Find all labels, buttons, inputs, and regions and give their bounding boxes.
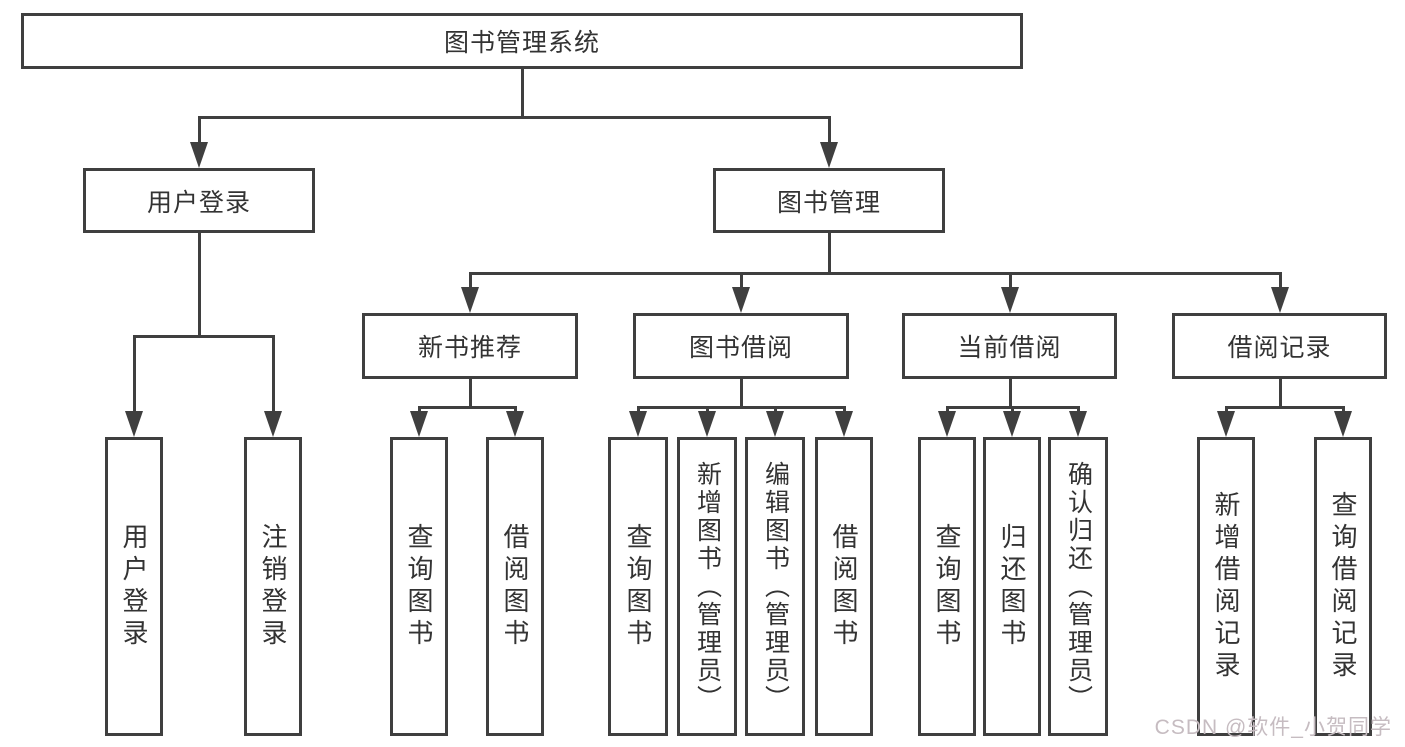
connector-vline (197, 117, 201, 146)
node-label: 借阅记录 (1227, 334, 1332, 362)
connector-hline (197, 115, 831, 119)
csdn-watermark: CSDN @软件_小贺同学 (1154, 716, 1392, 739)
connector-hline (468, 271, 1282, 275)
arrowhead-down-icon (125, 411, 143, 437)
connector-vline (945, 407, 949, 414)
arrowhead-down-icon (820, 142, 838, 168)
node-user-login: 用户登录 (83, 168, 315, 233)
connector-hline (636, 405, 846, 409)
node-label: 新书推荐 (417, 334, 522, 362)
arrowhead-down-icon (190, 142, 208, 168)
node-book-borrowing: 图书借阅 (633, 313, 849, 379)
node-library-management-system: 图书管理系统 (21, 13, 1023, 69)
connector-vline (468, 379, 472, 408)
connector-vline (827, 233, 831, 274)
leaf-add-borrow-record: 新增借阅记录 (1197, 437, 1255, 736)
connector-hline (945, 405, 1080, 409)
connector-hline (1224, 405, 1345, 409)
connector-vline (1008, 379, 1012, 408)
connector-vline (1278, 273, 1282, 291)
leaf-query-books-borrowing: 查询图书 (608, 437, 668, 736)
node-label: 用户登录 (146, 188, 251, 217)
leaf-add-book-admin: 新增图书（管理员） (677, 437, 737, 736)
leaf-query-books-current: 查询图书 (918, 437, 976, 736)
connector-vline (271, 336, 275, 414)
arrowhead-down-icon (461, 287, 479, 313)
connector-vline (468, 273, 472, 291)
leaf-logout: 注销登录 (244, 437, 302, 736)
leaf-label: 查询图书 (404, 522, 434, 651)
connector-vline (197, 233, 201, 337)
leaf-query-borrow-record: 查询借阅记录 (1314, 437, 1372, 736)
connector-vline (132, 336, 136, 414)
leaf-label: 编辑图书（管理员） (761, 460, 790, 713)
connector-vline (1224, 407, 1228, 414)
node-label: 图书管理 (776, 188, 881, 217)
leaf-label: 注销登录 (258, 522, 288, 651)
leaf-confirm-return-admin: 确认归还（管理员） (1048, 437, 1108, 736)
arrowhead-down-icon (1271, 287, 1289, 313)
node-new-book-recommendation: 新书推荐 (362, 313, 578, 379)
leaf-label: 新增图书（管理员） (693, 460, 722, 713)
connector-vline (1010, 407, 1014, 414)
arrowhead-down-icon (698, 411, 716, 437)
leaf-label: 借阅图书 (829, 522, 859, 651)
node-borrowing-records: 借阅记录 (1172, 313, 1387, 379)
node-label: 当前借阅 (957, 334, 1062, 362)
node-label: 图书借阅 (688, 334, 793, 362)
connector-vline (739, 273, 743, 291)
leaf-label: 查询图书 (623, 522, 653, 651)
arrowhead-down-icon (629, 411, 647, 437)
connector-vline (1076, 407, 1080, 414)
connector-vline (1278, 379, 1282, 408)
arrowhead-down-icon (766, 411, 784, 437)
leaf-label: 查询借阅记录 (1328, 490, 1358, 683)
arrowhead-down-icon (1069, 411, 1087, 437)
arrowhead-down-icon (1334, 411, 1352, 437)
connector-vline (739, 379, 743, 408)
arrowhead-down-icon (1003, 411, 1021, 437)
leaf-label: 借阅图书 (500, 522, 530, 651)
arrowhead-down-icon (835, 411, 853, 437)
arrowhead-down-icon (938, 411, 956, 437)
node-current-borrowing: 当前借阅 (902, 313, 1117, 379)
connector-hline (132, 334, 275, 338)
leaf-label: 用户登录 (119, 522, 149, 651)
arrowhead-down-icon (732, 287, 750, 313)
arrowhead-down-icon (1217, 411, 1235, 437)
connector-vline (636, 407, 640, 414)
connector-vline (1341, 407, 1345, 414)
connector-hline (417, 405, 517, 409)
leaf-user-login: 用户登录 (105, 437, 163, 736)
connector-vline (705, 407, 709, 414)
node-label: 图书管理系统 (443, 29, 600, 57)
leaf-return-books: 归还图书 (983, 437, 1041, 736)
connector-vline (1008, 273, 1012, 291)
connector-vline (827, 117, 831, 146)
connector-vline (842, 407, 846, 414)
leaf-label: 归还图书 (997, 522, 1027, 651)
connector-vline (417, 407, 421, 414)
arrowhead-down-icon (1001, 287, 1019, 313)
arrowhead-down-icon (410, 411, 428, 437)
leaf-label: 新增借阅记录 (1211, 490, 1241, 683)
leaf-label: 确认归还（管理员） (1064, 460, 1093, 713)
leaf-query-books-recommend: 查询图书 (390, 437, 448, 736)
leaf-borrow-books-recommend: 借阅图书 (486, 437, 544, 736)
arrowhead-down-icon (506, 411, 524, 437)
connector-vline (520, 69, 524, 117)
connector-vline (513, 407, 517, 414)
connector-vline (773, 407, 777, 414)
leaf-borrow-books-borrowing: 借阅图书 (815, 437, 873, 736)
leaf-label: 查询图书 (932, 522, 962, 651)
arrowhead-down-icon (264, 411, 282, 437)
leaf-edit-book-admin: 编辑图书（管理员） (745, 437, 805, 736)
node-book-management: 图书管理 (713, 168, 945, 233)
